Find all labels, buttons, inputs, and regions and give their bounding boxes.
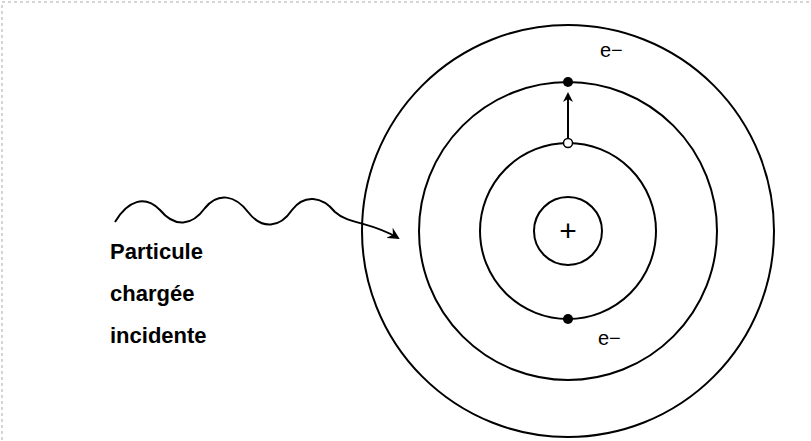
inner-shell xyxy=(480,143,656,319)
electron-label: e− xyxy=(600,38,623,62)
particle-label: Particule chargée incidente xyxy=(110,231,235,357)
electron xyxy=(563,314,573,324)
vacancy xyxy=(564,139,573,148)
excitation-arrow xyxy=(567,94,569,138)
nucleus: + xyxy=(533,196,603,266)
outer-shell xyxy=(362,25,774,437)
electron xyxy=(563,77,573,87)
incident-particle-path xyxy=(115,197,398,238)
nucleus-charge: + xyxy=(559,216,577,246)
electron-label: e− xyxy=(598,326,621,350)
middle-shell xyxy=(419,82,717,380)
